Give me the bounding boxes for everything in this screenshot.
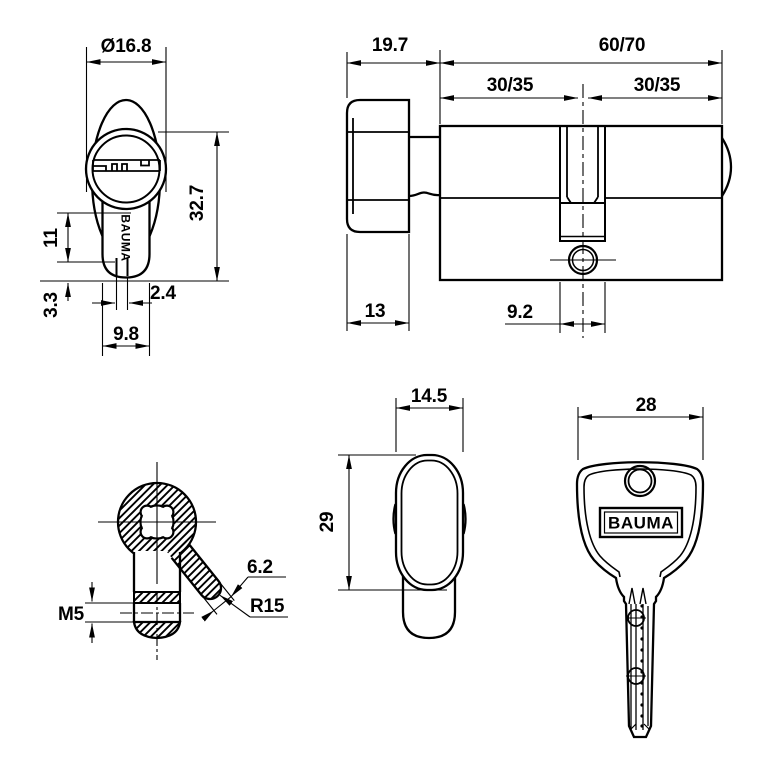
extension-lines: [346, 50, 723, 333]
dim-slot-width: [92, 277, 152, 310]
bottom-slot-lines: [115, 258, 129, 276]
dim-label-cam-gap: 9.2: [507, 302, 533, 323]
rear-plug-face: [721, 137, 733, 197]
figure-thumbturn-front: 14.5 29: [317, 386, 467, 640]
dim-body-width: [101, 283, 151, 356]
dim-label-arm-radius: R15: [250, 596, 285, 617]
turn-arm-fill: [167, 538, 222, 600]
dim-turn-width: [395, 398, 464, 452]
dim-turn-height: [338, 454, 447, 591]
figure-cylinder-side-view: 19.7 60/70 30/35 30/35 13 9.2: [345, 35, 733, 338]
dim-label-total-height: 32.7: [187, 185, 208, 221]
dim-label-thread: M5: [58, 604, 85, 625]
figure-cylinder-front-view: BAUMA Ø16.8 32.7 11 3.3: [40, 36, 229, 356]
dim-label-left-half: 30/35: [487, 75, 534, 96]
figure-spindle-section: 6.2 R15 M5: [58, 462, 288, 660]
dim-label-engraving-length: 11: [41, 228, 62, 248]
key-head-inner-line: [583, 468, 697, 578]
dim-total-height: [40, 131, 229, 282]
dim-label-slot-width: 2.4: [150, 283, 176, 304]
dim-arm-radius: [219, 594, 288, 618]
keyway-profile: [92, 159, 161, 172]
knob-band-lines: [348, 118, 409, 214]
engraving-bauma: BAUMA: [119, 214, 133, 261]
dim-engraving-length: [57, 212, 131, 263]
dim-label-bottom-offset: 3.3: [41, 292, 62, 318]
blade-dot-column: [640, 604, 644, 728]
key-hole-outer: [623, 464, 657, 498]
dim-label-turn-height: 29: [317, 512, 338, 533]
thumbturn-knob-side: [345, 98, 411, 234]
dim-label-diameter: Ø16.8: [101, 36, 152, 57]
dim-head-width: [577, 407, 704, 460]
key-outline: [575, 461, 705, 739]
dim-label-body-width: 9.8: [113, 324, 139, 345]
turn-oval-inner: [400, 459, 459, 586]
dim-label-arm-width: 6.2: [247, 557, 273, 578]
dim-thread: [85, 582, 172, 643]
dim-diameter: [85, 47, 167, 192]
logo-plate-inner: [603, 511, 679, 534]
section-crosshair: [98, 462, 216, 584]
dim-label-body-length: 60/70: [599, 35, 646, 56]
key-hole-inner: [627, 468, 653, 494]
cylinder-body-profile: [101, 184, 151, 279]
dim-label-turn-width: 14.5: [411, 386, 448, 407]
figure-key-front: BAUMA 28: [575, 395, 705, 739]
dim-label-knob-length: 19.7: [372, 35, 408, 56]
cylinder-face-outer: [84, 127, 168, 211]
knob-neck: [408, 135, 441, 198]
dim-label-knob-height: 13: [365, 301, 386, 322]
dim-label-head-width: 28: [636, 395, 657, 416]
blade-dimples: [626, 608, 646, 686]
dim-label-right-half: 30/35: [634, 75, 681, 96]
logo-plate-outer: [598, 506, 684, 539]
key-logo-bauma: BAUMA: [608, 515, 674, 533]
